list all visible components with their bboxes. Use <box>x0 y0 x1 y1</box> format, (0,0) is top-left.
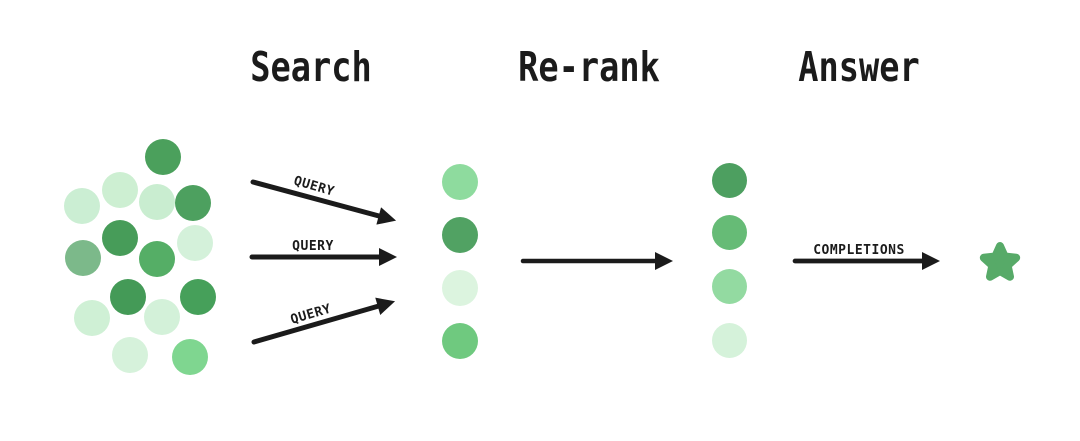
completions-label: COMPLETIONS <box>813 243 905 258</box>
document-dot <box>110 279 146 315</box>
query-arrow-bottom <box>251 297 396 345</box>
star-icon <box>979 242 1021 281</box>
document-dot <box>139 184 175 220</box>
document-dot <box>74 300 110 336</box>
reranked-result-dot <box>711 268 747 304</box>
document-dot <box>144 299 180 335</box>
document-dot <box>172 339 208 375</box>
document-dot <box>175 185 211 221</box>
document-dot <box>139 241 175 277</box>
document-dot <box>145 139 181 175</box>
reranked-result-dot <box>711 162 747 198</box>
document-dot <box>180 279 216 315</box>
search-result-dot <box>442 217 478 253</box>
query-label-middle: QUERY <box>292 239 334 254</box>
search-result-dot <box>442 323 478 359</box>
document-dot <box>102 220 138 256</box>
heading-search: Search <box>250 43 372 91</box>
document-dot <box>112 337 148 373</box>
document-dot <box>102 172 138 208</box>
search-result-dot <box>442 270 478 306</box>
heading-rerank: Re-rank <box>518 43 660 91</box>
document-dot <box>64 188 100 224</box>
document-dot <box>177 225 213 261</box>
reranked-result-dot <box>711 214 747 250</box>
heading-answer: Answer <box>798 43 920 91</box>
query-arrow-top <box>250 179 397 225</box>
reranked-result-dot <box>711 322 747 358</box>
document-dot <box>65 240 101 276</box>
search-result-dot <box>442 164 478 200</box>
